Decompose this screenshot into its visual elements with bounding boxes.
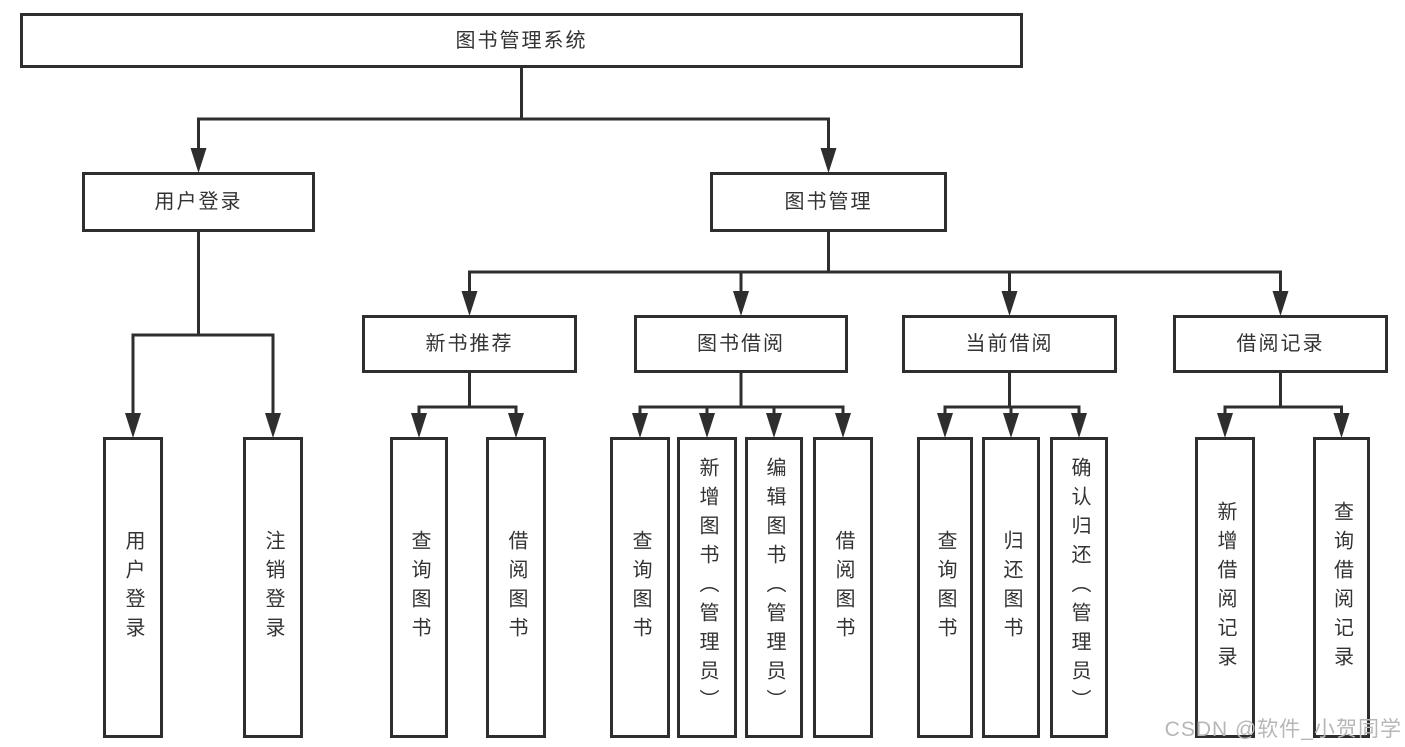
arrow-down-icon [125, 413, 141, 438]
node-label-query-books-borrow: 查询图书 [629, 529, 651, 646]
arrow-down-icon [835, 413, 851, 438]
node-confirm-return-admin: 确认归还（管理员） [1050, 437, 1108, 738]
node-query-books-rec: 查询图书 [390, 437, 448, 738]
node-query-borrow-record: 查询借阅记录 [1313, 437, 1370, 738]
node-label-current-borrow: 当前借阅 [965, 333, 1054, 355]
node-borrow-records: 借阅记录 [1173, 315, 1388, 373]
node-label-query-books-rec: 查询图书 [408, 529, 430, 646]
node-return-books: 归还图书 [982, 437, 1040, 738]
node-book-mgmt: 图书管理 [710, 172, 947, 232]
arrow-down-icon [820, 148, 837, 173]
node-label-book-mgmt: 图书管理 [784, 191, 873, 213]
node-label-query-borrow-record: 查询借阅记录 [1330, 500, 1353, 675]
node-borrow-books-rec: 借阅图书 [486, 437, 546, 738]
arrow-down-icon [937, 413, 953, 438]
arrow-down-icon [265, 413, 281, 438]
arrow-down-icon [190, 148, 207, 173]
arrow-down-icon [1001, 291, 1018, 316]
node-label-user-login: 用户登录 [122, 529, 144, 646]
arrow-down-icon [1272, 291, 1289, 316]
node-label-user-login-group: 用户登录 [154, 191, 243, 213]
node-label-borrow-records: 借阅记录 [1236, 333, 1325, 355]
node-label-new-book-rec: 新书推荐 [425, 333, 514, 355]
watermark: CSDN @软件_小贺同学 [1164, 718, 1402, 741]
arrow-down-icon [1071, 413, 1087, 438]
node-label-root: 图书管理系统 [455, 29, 588, 52]
node-book-borrow: 图书借阅 [634, 315, 848, 373]
arrow-down-icon [461, 291, 478, 316]
node-label-book-borrow: 图书借阅 [697, 333, 785, 355]
node-label-add-borrow-record: 新增借阅记录 [1214, 500, 1236, 675]
arrow-down-icon [508, 413, 524, 438]
node-label-borrow-books-rec: 借阅图书 [505, 529, 527, 646]
node-label-edit-books-admin: 编辑图书（管理员） [763, 457, 785, 718]
node-user-login: 用户登录 [103, 437, 163, 738]
arrow-down-icon [1217, 413, 1233, 438]
node-borrow-books-borrow: 借阅图书 [813, 437, 873, 738]
node-label-return-books: 归还图书 [1000, 529, 1022, 646]
node-edit-books-admin: 编辑图书（管理员） [745, 437, 803, 738]
node-add-borrow-record: 新增借阅记录 [1195, 437, 1255, 738]
node-label-add-books-admin: 新增图书（管理员） [696, 457, 718, 718]
arrow-down-icon [632, 413, 648, 438]
node-label-confirm-return-admin: 确认归还（管理员） [1068, 457, 1090, 718]
node-label-logout: 注销登录 [262, 529, 284, 646]
node-current-borrow: 当前借阅 [902, 315, 1117, 373]
arrow-down-icon [1333, 413, 1350, 438]
node-label-query-books-current: 查询图书 [934, 529, 956, 646]
node-query-books-current: 查询图书 [917, 437, 973, 738]
node-label-borrow-books-borrow: 借阅图书 [832, 529, 854, 646]
node-query-books-borrow: 查询图书 [610, 437, 670, 738]
node-root: 图书管理系统 [20, 13, 1023, 68]
arrow-down-icon [733, 291, 749, 316]
node-user-login-group: 用户登录 [82, 172, 315, 232]
arrow-down-icon [411, 413, 427, 438]
node-add-books-admin: 新增图书（管理员） [677, 437, 737, 738]
arrow-down-icon [699, 413, 715, 438]
arrow-down-icon [766, 413, 782, 438]
node-logout: 注销登录 [243, 437, 303, 738]
arrow-down-icon [1003, 413, 1019, 438]
node-new-book-rec: 新书推荐 [362, 315, 577, 373]
